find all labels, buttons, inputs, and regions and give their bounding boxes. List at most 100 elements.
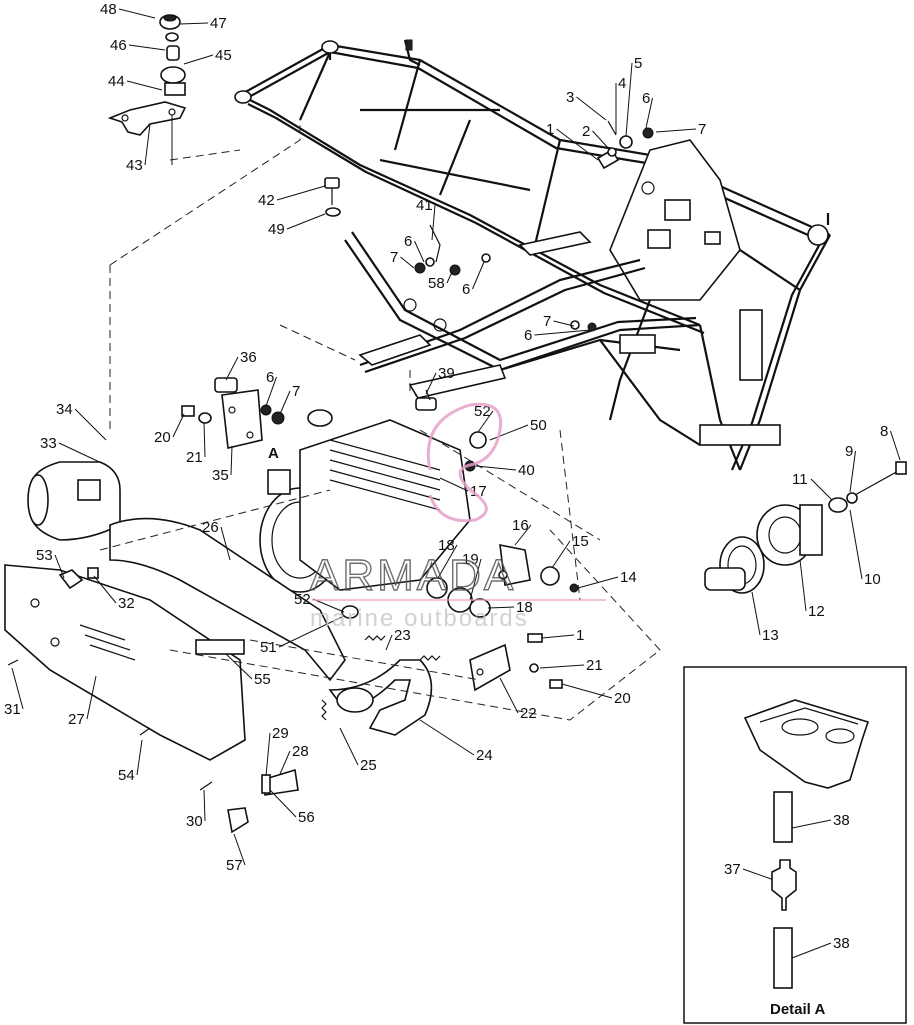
callout-label-c7c: 7 <box>543 313 551 330</box>
callout-leader-c1b <box>541 634 575 639</box>
callout-leader-c20a <box>172 413 185 438</box>
callout-label-c7a: 7 <box>390 249 398 266</box>
callout-leader-c31 <box>11 667 24 710</box>
callout-leader-c53 <box>54 554 65 579</box>
callout-label-c23: 23 <box>394 627 411 644</box>
callout-leader-c26 <box>220 526 231 561</box>
callout-label-c5: 5 <box>634 55 642 72</box>
callout-label-c6c: 6 <box>642 90 650 107</box>
callout-label-c57: 57 <box>226 857 243 874</box>
callout-leader-c29 <box>265 732 271 777</box>
callout-label-c13: 13 <box>762 627 779 644</box>
callout-label-c30: 30 <box>186 813 203 830</box>
callout-label-c51: 51 <box>260 639 277 656</box>
callout-leader-c50 <box>489 424 529 441</box>
detail-a-frame <box>683 666 907 1024</box>
watermark-tagline: marine outboards <box>310 605 529 632</box>
callout-leader-c1a <box>556 128 599 161</box>
callout-label-c29: 29 <box>272 725 289 742</box>
callout-leader-c52b <box>312 598 345 613</box>
callout-label-c55: 55 <box>254 671 271 688</box>
callout-label-c56: 56 <box>298 809 315 826</box>
callout-leader-c5 <box>625 62 633 137</box>
callout-label-c40: 40 <box>518 462 535 479</box>
callout-leader-c25 <box>339 727 359 766</box>
callout-label-c4: 4 <box>618 75 626 92</box>
callout-leader-c8 <box>890 430 901 461</box>
bolt-42 <box>324 177 341 217</box>
callout-label-c10: 10 <box>864 571 881 588</box>
callout-leader-c43 <box>144 123 151 166</box>
callout-label-c6d: 6 <box>524 327 532 344</box>
callout-label-c11: 11 <box>792 471 808 488</box>
callout-label-c6b: 6 <box>462 281 470 298</box>
callout-leader-c23 <box>385 634 393 651</box>
frame-hardware <box>414 120 654 332</box>
callout-leader-c28 <box>279 750 291 775</box>
detail-a-panel: Detail A <box>683 666 907 1024</box>
callout-label-c45: 45 <box>215 47 232 64</box>
callout-leader-c6c <box>645 97 653 129</box>
callout-leader-c7d <box>279 390 291 415</box>
callout-label-c41: 41 <box>416 197 433 214</box>
callout-label-c6e: 6 <box>266 369 274 386</box>
callout-leader-c46 <box>128 44 166 51</box>
callout-label-c19: 19 <box>462 551 479 568</box>
callout-leader-c13 <box>751 591 761 636</box>
callout-label-c8: 8 <box>880 423 888 440</box>
callout-label-c48: 48 <box>100 1 117 18</box>
callout-leader-c21a <box>203 421 206 458</box>
callout-label-c20b: 20 <box>614 690 631 707</box>
callout-leader-c16 <box>514 524 532 546</box>
callout-label-c47: 47 <box>210 15 227 32</box>
callout-leader-c51 <box>278 615 345 648</box>
fitting-37 <box>771 859 797 911</box>
callout-label-c16: 16 <box>512 517 529 534</box>
callout-label-c21b: 21 <box>586 657 603 674</box>
callout-label-c9: 9 <box>845 443 853 460</box>
callout-leader-c22 <box>499 677 519 714</box>
callout-label-c22: 22 <box>520 705 537 722</box>
callout-label-c46: 46 <box>110 37 127 54</box>
callout-label-c2: 2 <box>582 123 590 140</box>
callout-leader-c37 <box>742 868 775 881</box>
callout-leader-c18a <box>437 544 458 579</box>
callout-leader-c41 <box>431 204 436 241</box>
callout-leader-c34 <box>74 408 107 441</box>
tube-38-lower <box>773 927 793 989</box>
watermark-logo-swirl <box>426 402 503 523</box>
callout-label-c25: 25 <box>360 757 377 774</box>
callout-leader-c36 <box>225 356 239 381</box>
callout-leader-c3 <box>576 96 607 121</box>
watermark-brand: ARMADA <box>310 551 516 600</box>
callout-label-c49: 49 <box>268 221 285 238</box>
callout-leader-c38a <box>791 819 832 829</box>
callout-label-c26: 26 <box>202 519 219 536</box>
callout-leader-c40 <box>475 465 517 471</box>
assembly-guide-lines <box>99 120 661 721</box>
callout-leader-c49 <box>286 213 326 230</box>
callout-leader-c6a <box>414 240 425 263</box>
callout-leader-c7a <box>400 256 415 269</box>
callout-leader-c39 <box>425 372 437 395</box>
callout-leader-c6b <box>472 261 485 290</box>
callout-leader-c11 <box>810 478 833 501</box>
callout-label-c21a: 21 <box>186 449 203 466</box>
detail-a-marker: A <box>268 445 279 462</box>
mount-stack-43-48 <box>107 14 187 165</box>
callout-label-c38b: 38 <box>833 935 850 952</box>
callout-leader-c47 <box>179 22 209 25</box>
callout-label-c54: 54 <box>118 767 135 784</box>
callout-leader-c14 <box>577 576 619 589</box>
callout-label-c35: 35 <box>212 467 229 484</box>
callout-leader-c52a <box>477 410 494 433</box>
callout-leader-c15 <box>551 540 571 569</box>
callout-label-c37: 37 <box>724 861 741 878</box>
callout-leader-c48 <box>118 8 156 19</box>
callout-label-c50: 50 <box>530 417 547 434</box>
callout-label-c34: 34 <box>56 401 73 418</box>
callout-label-c12: 12 <box>808 603 825 620</box>
callout-label-c38a: 38 <box>833 812 850 829</box>
callout-leader-c27 <box>86 675 97 720</box>
